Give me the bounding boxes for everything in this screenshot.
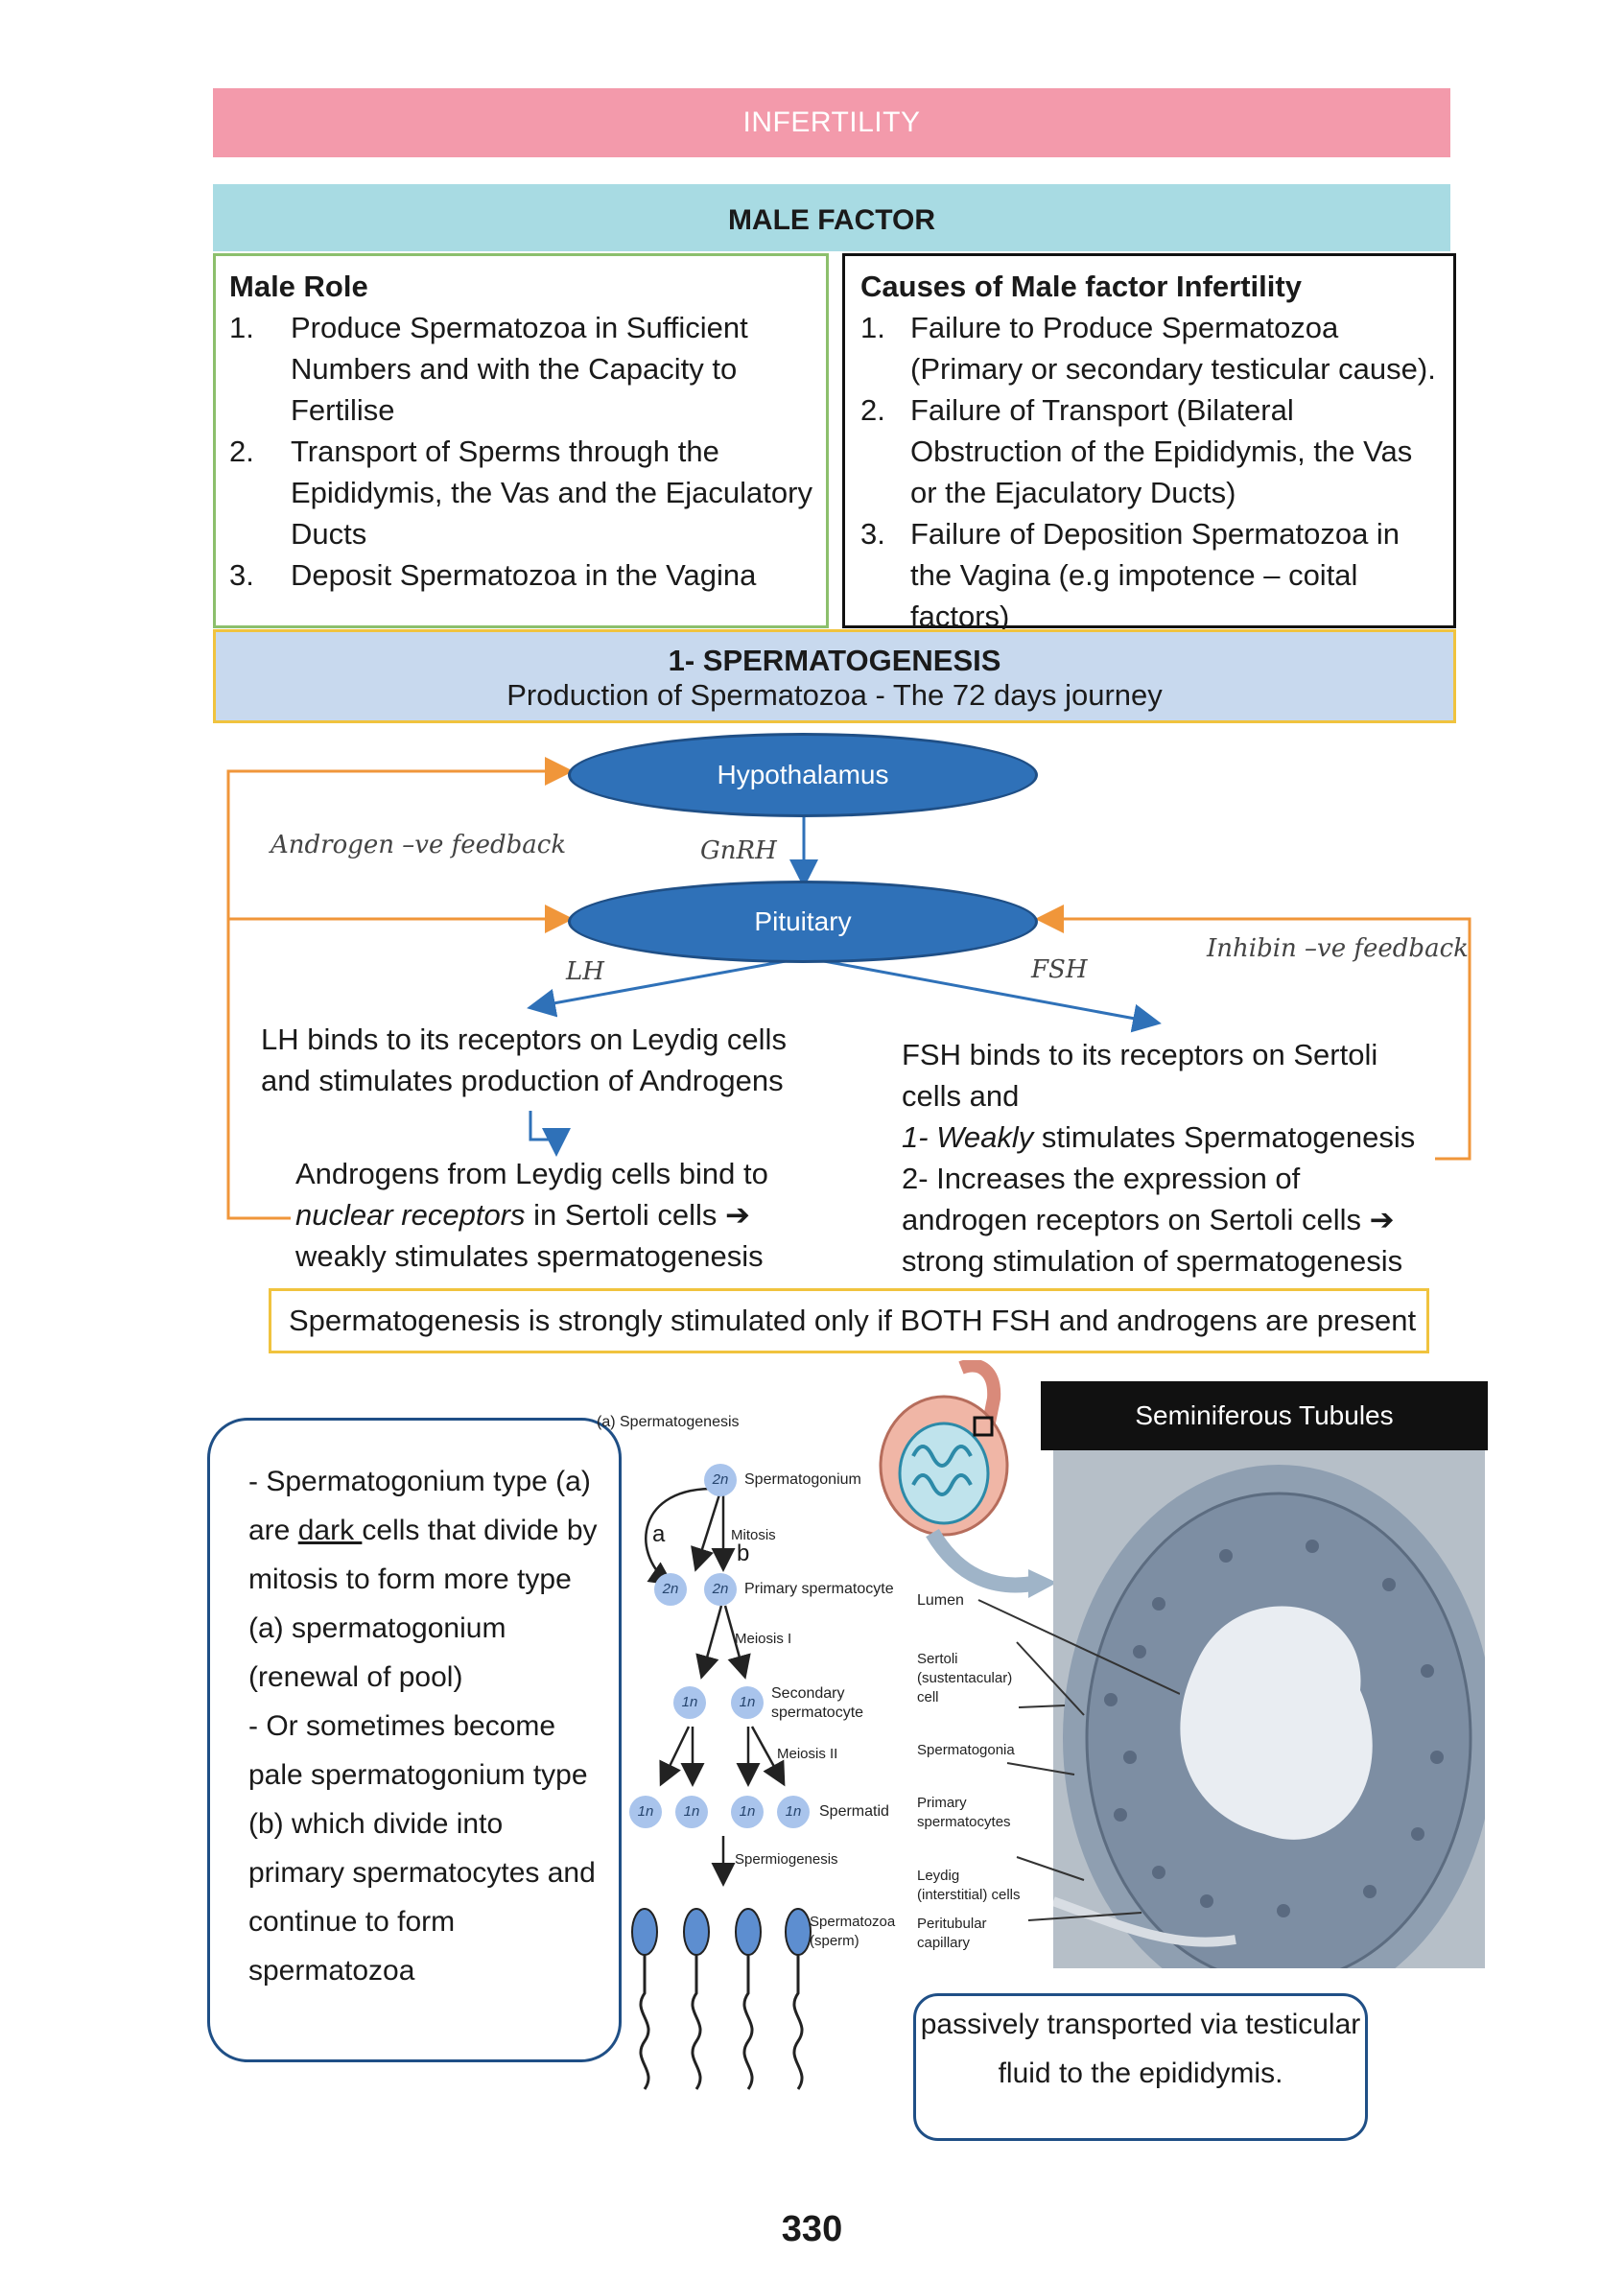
leydig-label: Leydig (interstitial) cells	[917, 1868, 1021, 1903]
spermatozoa-label: Spermatozoa (sperm)	[810, 1914, 896, 1949]
inhibin-feedback-label: Inhibin –ve feedback	[1207, 934, 1469, 963]
seminiferous-tubules-title: Seminiferous Tubules	[1041, 1381, 1488, 1450]
sertoli-label: Sertoli (sustentacular) cell	[917, 1651, 1013, 1705]
spermatogonium-note: - Spermatogonium type (a) are dark cells…	[207, 1418, 622, 2062]
list-item: 3. Deposit Spermatozoa in the Vagina	[229, 554, 812, 596]
spermatogonium-label: Spermatogonium	[744, 1471, 861, 1488]
fsh-line-2-rest: stimulates Spermatogenesis	[1033, 1120, 1416, 1154]
spermatogonia-label: Spermatogonia	[917, 1742, 1015, 1758]
spermatid-cell: 1n	[675, 1796, 708, 1828]
causes-heading: Causes of Male factor Infertility	[860, 270, 1302, 303]
type-a-label: a	[652, 1521, 666, 1547]
nuclear-receptors-text: nuclear receptors	[295, 1198, 526, 1232]
histology-leader-lines	[977, 1599, 1180, 1921]
item-number: 1.	[860, 311, 885, 344]
mitosis-label: Mitosis	[731, 1527, 776, 1543]
pituitary-node: Pituitary	[568, 881, 1038, 963]
male-role-list: 1. Produce Spermatozoa in Sufficient Numb…	[229, 307, 812, 596]
item-number: 1.	[229, 311, 254, 344]
fsh-line-1: FSH binds to its receptors on Sertoli ce…	[902, 1038, 1378, 1113]
secondary-spermatocyte-cell: 1n	[731, 1686, 764, 1719]
section-title-male-factor: MALE FACTOR	[213, 184, 1450, 251]
item-text: Transport of Sperms through the Epididym…	[291, 435, 812, 551]
spermatogenesis-note: Spermatogenesis is strongly stimulated o…	[269, 1288, 1429, 1353]
note-part-2: cells that divide by mitosis to form mor…	[248, 1515, 598, 1693]
androgen-line-1: Androgens from Leydig cells bind to	[295, 1157, 768, 1190]
diagram-caption: (a) Spermatogenesis	[597, 1414, 740, 1430]
item-text: Failure to Produce Spermatozoa (Primary …	[910, 311, 1436, 386]
spermatogenesis-banner: 1- SPERMATOGENESIS Production of Spermat…	[213, 629, 1456, 723]
androgen-description: Androgens from Leydig cells bind to nucl…	[295, 1153, 833, 1277]
item-number: 2.	[860, 393, 885, 427]
dark-text: dark	[297, 1515, 363, 1546]
androgen-feedback-label: Androgen –ve feedback	[271, 831, 567, 859]
note-part-1: - Spermatogonium type (a) are	[248, 1466, 591, 1546]
list-item: 3. Failure of Deposition Spermatozoa in t…	[860, 513, 1438, 637]
item-text: Failure of Deposition Spermatozoa in the…	[910, 517, 1400, 633]
androgen-line-2: nuclear receptors in Sertoli cells ➔	[295, 1194, 833, 1235]
causes-box: Causes of Male factor Infertility 1. Fail…	[842, 253, 1456, 633]
histology-image	[1053, 1465, 1485, 1968]
spermatogenesis-title: 1- SPERMATOGENESIS	[668, 644, 1001, 677]
meiosis-2-label: Meiosis II	[777, 1746, 838, 1762]
renewed-spermatogonium-cell: 2n	[654, 1573, 687, 1606]
lumen-label: Lumen	[917, 1592, 964, 1609]
list-item: 1. Produce Spermatozoa in Sufficient Numb…	[229, 307, 812, 431]
fsh-line-2: 1- Weakly stimulates Spermatogenesis	[902, 1117, 1420, 1158]
primary-spermatocyte-cell: 2n	[704, 1573, 737, 1606]
spermatogonium-cell: 2n	[704, 1464, 737, 1496]
list-item: 2. Transport of Sperms through the Epidid…	[229, 431, 812, 554]
spermatid-cell: 1n	[629, 1796, 662, 1828]
primary-spermatocyte-label: Primary spermatocyte	[744, 1581, 894, 1597]
male-role-heading: Male Role	[229, 270, 368, 303]
list-item: 2. Failure of Transport (Bilateral Obstru…	[860, 389, 1438, 513]
fsh-line-3: 2- Increases the expression of androgen …	[902, 1162, 1403, 1278]
diagram-arrows	[631, 1487, 812, 2090]
hormone-flow-arrows	[226, 757, 1471, 1220]
testis-illustration	[879, 1360, 1057, 1598]
spermatid-label: Spermatid	[819, 1803, 889, 1820]
item-text: Produce Spermatozoa in Sufficient Number…	[291, 311, 748, 427]
item-number: 3.	[229, 558, 254, 592]
hypothalamus-node: Hypothalamus	[568, 733, 1038, 817]
histology-micrograph	[1053, 1450, 1485, 1968]
spermatid-cell: 1n	[731, 1796, 764, 1828]
item-text: Failure of Transport (Bilateral Obstruct…	[910, 393, 1413, 509]
item-text: Deposit Spermatozoa in the Vagina	[291, 558, 757, 592]
transport-note: passively transported via testicular flu…	[913, 1993, 1368, 2141]
spermatid-cell: 1n	[777, 1796, 810, 1828]
weakly-text: Weakly	[936, 1120, 1034, 1154]
androgen-line-3: weakly stimulates spermatogenesis	[295, 1239, 764, 1273]
fsh-line-2-prefix: 1-	[902, 1120, 937, 1154]
male-role-box: Male Role 1. Produce Spermatozoa in Suffi…	[213, 253, 829, 628]
page-number: 330	[781, 2209, 843, 2249]
secondary-spermatocyte-cell: 1n	[673, 1686, 706, 1719]
fsh-description: FSH binds to its receptors on Sertoli ce…	[902, 1034, 1420, 1282]
page-banner-title: INFERTILITY	[213, 88, 1450, 157]
spermiogenesis-label: Spermiogenesis	[735, 1851, 838, 1868]
list-item: 1. Failure to Produce Spermatozoa (Primar…	[860, 307, 1438, 389]
meiosis-1-label: Meiosis I	[735, 1631, 792, 1647]
causes-list: 1. Failure to Produce Spermatozoa (Primar…	[860, 307, 1438, 637]
lh-label: LH	[566, 957, 604, 986]
fsh-label: FSH	[1031, 955, 1088, 984]
lh-description: LH binds to its receptors on Leydig cell…	[261, 1023, 787, 1097]
androgen-line-2-rest: in Sertoli cells ➔	[525, 1198, 750, 1232]
spermatogenesis-diagram: (a) Spermatogenesis 2n Spermatogonium Mi…	[595, 1414, 911, 2124]
primary-spermatocytes-label: Primary spermatocytes	[917, 1795, 1011, 1830]
item-number: 2.	[229, 435, 254, 468]
peritubular-label: Peritubular capillary	[917, 1916, 987, 1951]
gnrh-label: GnRH	[700, 836, 777, 865]
spermatogenesis-subtitle: Production of Spermatozoa - The 72 days …	[506, 678, 1163, 712]
item-number: 3.	[860, 517, 885, 551]
note-part-3: - Or sometimes become pale spermatogoniu…	[248, 1710, 596, 1987]
secondary-spermatocyte-label: Secondary spermatocyte	[771, 1685, 864, 1721]
type-b-label: b	[737, 1540, 750, 1566]
